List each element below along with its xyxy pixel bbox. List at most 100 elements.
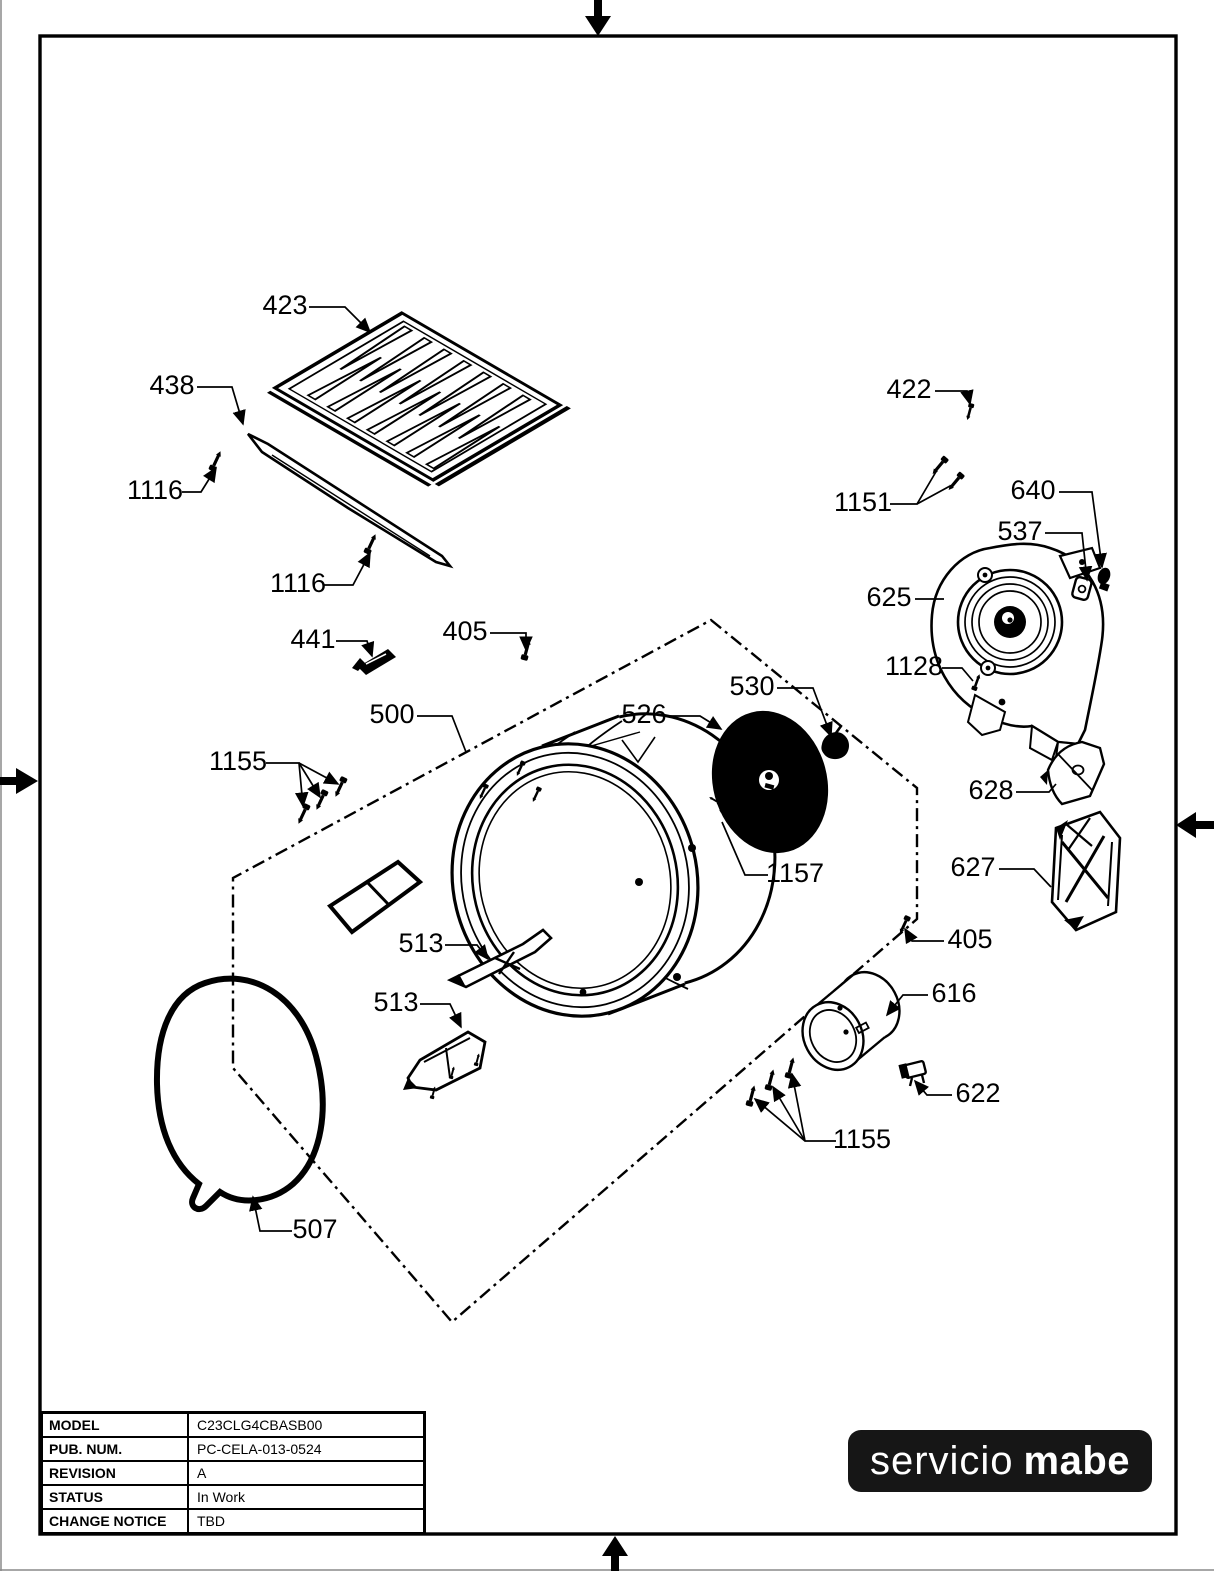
table-row-value: C23CLG4CBASB00 xyxy=(197,1417,323,1433)
part-label-513: 513 xyxy=(398,928,443,958)
leader-line-627 xyxy=(999,868,1052,888)
leader-line-1157 xyxy=(721,821,768,876)
part-label-507: 507 xyxy=(292,1214,337,1244)
leader-line-622 xyxy=(913,1079,952,1096)
table-row-label: PUB. NUM. xyxy=(43,1438,189,1460)
fastener-screws xyxy=(208,402,1006,1108)
part-label-422: 422 xyxy=(886,374,931,404)
leader-line-640 xyxy=(1059,491,1107,569)
part-label-405: 405 xyxy=(947,924,992,954)
part-513-bracket xyxy=(403,1030,487,1092)
part-423-grate xyxy=(266,311,571,487)
part-label-526: 526 xyxy=(621,699,666,729)
leader-line-1155 xyxy=(753,1097,836,1142)
leader-line-513 xyxy=(445,944,490,961)
table-row-value: PC-CELA-013-0524 xyxy=(197,1441,322,1457)
table-row: MODEL C23CLG4CBASB00 xyxy=(43,1414,423,1436)
part-label-625: 625 xyxy=(866,582,911,612)
leader-line-1116 xyxy=(182,466,217,493)
leader-line-1151 xyxy=(916,485,951,505)
part-label-423: 423 xyxy=(262,290,307,320)
part-label-537: 537 xyxy=(997,516,1042,546)
table-row-label: MODEL xyxy=(43,1414,189,1436)
leader-line-441 xyxy=(336,640,375,658)
part-438-support-strip xyxy=(246,432,454,569)
leader-lines xyxy=(182,306,1107,1232)
part-label-1155: 1155 xyxy=(209,746,267,776)
leader-line-616 xyxy=(885,994,928,1017)
leader-line-1128 xyxy=(942,667,974,682)
table-row-value: A xyxy=(197,1465,207,1481)
part-label-628: 628 xyxy=(968,775,1013,805)
leader-line-526 xyxy=(669,715,723,730)
part-513-blade xyxy=(446,928,553,989)
part-label-1157: 1157 xyxy=(766,858,824,888)
title-block-table: MODEL C23CLG4CBASB00 PUB. NUM. PC-CELA-0… xyxy=(40,1411,426,1535)
part-label-513: 513 xyxy=(373,987,418,1017)
servicio-mabe-logo: servicio mabe xyxy=(848,1430,1152,1492)
leader-line-1155 xyxy=(298,762,340,785)
table-row-value: In Work xyxy=(197,1489,245,1505)
part-507-belt xyxy=(153,975,326,1212)
drawing-border xyxy=(38,34,1178,1536)
table-row: REVISION A xyxy=(43,1460,423,1484)
leader-line-422 xyxy=(935,389,974,406)
part-label-1116: 1116 xyxy=(127,475,183,505)
registration-arrow-left-icon xyxy=(0,768,38,794)
part-label-627: 627 xyxy=(950,852,995,882)
table-row-value: TBD xyxy=(197,1513,225,1529)
part-625-blower-housing xyxy=(930,542,1105,764)
part-label-622: 622 xyxy=(955,1078,1000,1108)
leader-line-1155 xyxy=(266,762,309,808)
leader-line-513 xyxy=(420,1003,462,1029)
part-label-405: 405 xyxy=(442,616,487,646)
table-row-label: STATUS xyxy=(43,1486,189,1508)
part-label-500: 500 xyxy=(369,699,414,729)
leader-line-405 xyxy=(904,927,944,945)
part-label-616: 616 xyxy=(931,978,976,1008)
table-row: STATUS In Work xyxy=(43,1484,423,1508)
leader-line-1155 xyxy=(787,1072,806,1142)
part-label-640: 640 xyxy=(1010,475,1055,505)
leader-line-438 xyxy=(197,386,246,426)
table-row: PUB. NUM. PC-CELA-013-0524 xyxy=(43,1436,423,1460)
table-row: CHANGE NOTICE TBD xyxy=(43,1508,423,1532)
leader-line-500 xyxy=(417,715,467,753)
registration-arrow-bottom-icon xyxy=(602,1536,628,1571)
leader-line-1116 xyxy=(324,551,371,586)
part-label-1155: 1155 xyxy=(833,1124,891,1154)
part-530-mount xyxy=(821,725,849,760)
table-row-label: REVISION xyxy=(43,1462,189,1484)
leader-line-628 xyxy=(1016,783,1057,793)
logo-brand: mabe xyxy=(1023,1438,1131,1483)
registration-arrow-right-icon xyxy=(1176,812,1214,838)
logo-prefix: servicio xyxy=(869,1438,1014,1483)
leader-line-1155 xyxy=(772,1085,806,1142)
leader-line-1155 xyxy=(298,762,321,799)
leader-line-405 xyxy=(490,632,533,652)
leader-line-1151 xyxy=(890,469,938,505)
table-row-label: CHANGE NOTICE xyxy=(43,1510,189,1532)
part-label-438: 438 xyxy=(149,370,194,400)
leader-line-423 xyxy=(309,306,372,334)
part-622-switch xyxy=(898,1060,927,1087)
registration-arrow-top-icon xyxy=(585,0,611,36)
part-label-530: 530 xyxy=(729,671,774,701)
part-526-pulley-disc xyxy=(711,710,829,854)
leader-line-530 xyxy=(777,687,833,738)
part-640-clip xyxy=(1097,567,1111,592)
part-616-duct-cylinder xyxy=(801,971,901,1071)
drum-baffle xyxy=(327,859,424,935)
leader-line-537 xyxy=(1045,532,1093,582)
part-628-bracket xyxy=(1040,740,1106,806)
part-500-assembly-boundary xyxy=(231,618,919,1324)
part-627-support-frame xyxy=(1050,810,1122,932)
part-label-1128: 1128 xyxy=(885,651,943,681)
part-label-1116: 1116 xyxy=(270,568,326,598)
leader-line-507 xyxy=(249,1195,292,1232)
part-label-1151: 1151 xyxy=(834,487,892,517)
